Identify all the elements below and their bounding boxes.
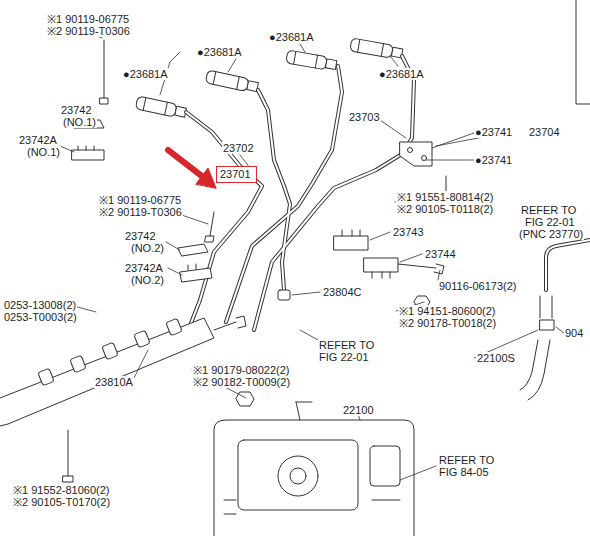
reference-note: FIG 22-01 (524, 216, 576, 228)
fuel-hose (520, 240, 590, 400)
nozzle-callout: ●23741 (474, 154, 513, 166)
part-number: 23804C (322, 286, 363, 298)
part-note: (NO.1) (26, 146, 61, 158)
leader-line (60, 31, 564, 490)
injection-nozzle (286, 50, 337, 71)
clamp-block (180, 264, 212, 282)
reference-note: (PNC 23770) (518, 228, 584, 240)
bolt (63, 430, 73, 482)
reference-note: REFER TO (318, 339, 375, 351)
reference-note: FIG 84-05 (438, 466, 490, 478)
figure-frame (576, 0, 590, 104)
pipe-fitting (278, 290, 290, 300)
part-number: 23742 (124, 230, 157, 242)
reference-note: FIG 22-01 (318, 351, 370, 363)
pump-inlet (296, 402, 312, 420)
highlight-box: 23701 (216, 166, 257, 183)
fastener-number: ※1 91551-80814(2) (396, 191, 494, 203)
nozzle-callout: ●23681A (122, 68, 169, 80)
injection-pipe (186, 56, 414, 336)
bolt (205, 212, 214, 242)
supply-pump (214, 420, 414, 536)
part-number: 23742A (124, 262, 164, 274)
part-number: 23701 (220, 168, 253, 180)
fastener-number: ※2 90182-T0009(2) (192, 376, 291, 388)
reference-note: REFER TO (438, 454, 495, 466)
fastener-number: ※1 90179-08022(2) (192, 364, 290, 376)
fastener-number: ※1 94151-80600(2) (398, 305, 496, 317)
clamp-block (364, 258, 398, 278)
fastener-number: ※1 91552-81060(2) (12, 484, 110, 496)
part-number: 22100 (342, 404, 375, 416)
pipe-bracket (400, 142, 432, 166)
fastener-number: ※2 90119-T0306 (98, 206, 183, 218)
part-note: (NO.2) (130, 274, 165, 286)
reference-note: REFER TO (520, 204, 577, 216)
part-number: 23743 (392, 226, 425, 238)
common-rail (0, 318, 214, 426)
part-number: 23742 (60, 104, 93, 116)
pipe-clamp (178, 244, 208, 256)
part-number: 23744 (424, 248, 457, 260)
nozzle-callout: ●23681A (196, 46, 243, 58)
fastener-number: ※1 90119-06775 (98, 194, 182, 206)
bolt (100, 40, 108, 104)
clamp-block (334, 230, 368, 250)
bolt (398, 264, 444, 274)
fastener-number: 90116-06173(2) (438, 280, 517, 292)
nozzle-callout: ●23681A (268, 31, 315, 43)
part-number: 23704 (528, 126, 561, 138)
fastener-number: ※1 90119-06775 (46, 13, 130, 25)
clamp-block (72, 146, 104, 160)
part-note: (NO.1) (62, 116, 97, 128)
part-note: (NO.2) (130, 242, 165, 254)
part-number: 23703 (348, 111, 381, 123)
part-number: 23810A (94, 376, 134, 388)
fastener-number: 0253-13008(2) (3, 299, 77, 311)
fastener-number: 904 (564, 327, 584, 339)
part-number: 22100S (476, 352, 516, 364)
injection-nozzle (350, 38, 403, 60)
fastener-number: ※2 90178-T0018(2) (398, 317, 497, 329)
nozzle-callout: ●23681A (378, 68, 425, 80)
injection-nozzle (135, 96, 187, 119)
fastener-number: 0253-T0003(2) (3, 311, 78, 323)
part-number: 23742A (18, 134, 58, 146)
fastener-number: ※2 90119-T0306 (46, 25, 131, 37)
part-number: 23702 (222, 142, 255, 154)
fastener-number: ※2 90105-T0118(2) (396, 203, 494, 215)
pointer-arrow (168, 150, 216, 188)
nozzle-callout: ●23741 (474, 126, 513, 138)
fastener-number: ※2 90105-T0170(2) (12, 496, 111, 508)
injection-nozzle (205, 70, 259, 94)
rail-outlet (214, 316, 246, 330)
